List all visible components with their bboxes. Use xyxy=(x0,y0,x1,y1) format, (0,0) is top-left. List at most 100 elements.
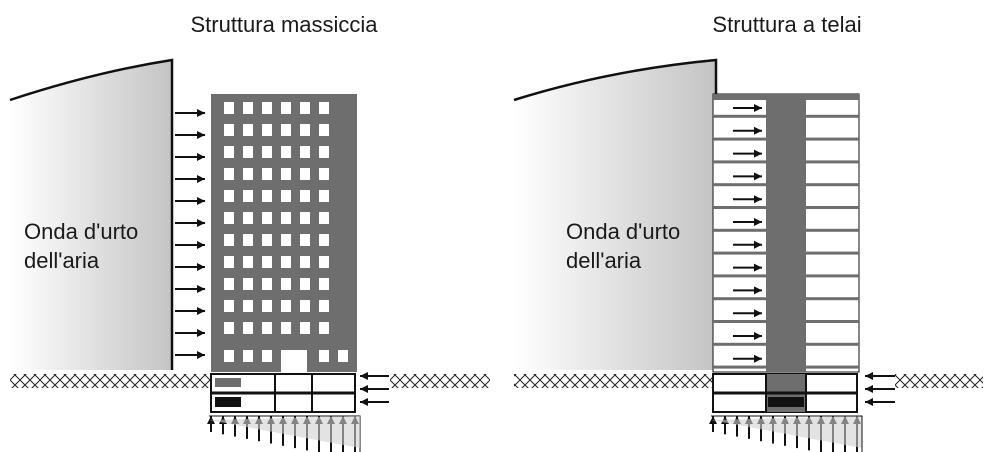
window xyxy=(281,212,291,224)
pressure-arrow-head xyxy=(754,126,762,135)
window xyxy=(243,190,253,202)
window xyxy=(319,190,329,202)
window xyxy=(300,124,310,136)
pressure-arrow-head xyxy=(754,332,762,340)
window xyxy=(281,256,291,268)
floor-slab xyxy=(713,228,859,232)
floor-slabs xyxy=(713,114,859,369)
window xyxy=(281,124,291,136)
window xyxy=(262,300,272,312)
pressure-arrow-head xyxy=(754,149,762,158)
windows xyxy=(224,102,348,362)
window xyxy=(224,350,234,362)
window xyxy=(224,124,234,136)
wave-label-line1: Onda d'urto xyxy=(24,219,138,244)
pressure-arrow-head xyxy=(197,153,205,161)
window xyxy=(262,234,272,246)
floor-slab xyxy=(713,160,859,164)
floor-slab xyxy=(713,183,859,187)
window xyxy=(224,322,234,334)
window xyxy=(319,102,329,114)
wave-label-line2: dell'aria xyxy=(566,248,642,273)
window xyxy=(243,102,253,114)
floor-slab xyxy=(713,342,859,346)
shock-wave xyxy=(514,60,716,370)
window xyxy=(319,350,329,362)
window xyxy=(262,168,272,180)
ground xyxy=(895,374,983,388)
pressure-arrow-head xyxy=(754,218,762,226)
window xyxy=(281,146,291,158)
window xyxy=(281,190,291,202)
pressure-arrow-head xyxy=(197,109,205,117)
panel-massive: Struttura massiccia Onda d'urto dell'ari… xyxy=(9,12,490,452)
pressure-arrow-head xyxy=(754,286,762,295)
window xyxy=(300,234,310,246)
window xyxy=(262,124,272,136)
wave-label-line1: Onda d'urto xyxy=(566,219,680,244)
window xyxy=(281,300,291,312)
building-core xyxy=(766,94,806,372)
window xyxy=(224,146,234,158)
ground xyxy=(10,374,210,388)
pressure-arrow-head xyxy=(754,263,762,272)
floor-slab xyxy=(713,365,859,369)
ground-arrow-head xyxy=(865,372,873,380)
window xyxy=(300,146,310,158)
ground-arrow-head xyxy=(360,372,368,380)
window xyxy=(243,278,253,290)
window xyxy=(262,322,272,334)
window xyxy=(262,102,272,114)
window xyxy=(319,234,329,246)
window xyxy=(243,212,253,224)
pressure-arrow-head xyxy=(754,309,762,318)
ground xyxy=(514,374,714,388)
window xyxy=(281,234,291,246)
shock-wave xyxy=(10,60,172,370)
pressure-arrow-head xyxy=(754,354,762,363)
panel-frame: Struttura a telai Onda d'urto dell'aria xyxy=(513,12,983,452)
window xyxy=(243,124,253,136)
roof-slab xyxy=(713,94,859,100)
window xyxy=(319,168,329,180)
window xyxy=(243,300,253,312)
window xyxy=(224,190,234,202)
window xyxy=(319,322,329,334)
basement xyxy=(712,373,858,413)
pressure-arrow-head xyxy=(754,240,762,249)
floor-slab xyxy=(713,137,859,141)
window xyxy=(262,256,272,268)
pressure-arrow-head xyxy=(197,329,205,337)
panel-title: Struttura massiccia xyxy=(190,12,378,37)
window xyxy=(281,322,291,334)
door xyxy=(281,350,307,372)
pressure-arrow-head xyxy=(197,241,205,249)
window xyxy=(224,256,234,268)
window xyxy=(262,278,272,290)
ground xyxy=(390,374,490,388)
window xyxy=(319,256,329,268)
window xyxy=(319,146,329,158)
ground-arrow-head xyxy=(360,385,368,393)
window xyxy=(224,212,234,224)
window xyxy=(338,350,348,362)
pressure-arrow-head xyxy=(197,219,205,227)
window xyxy=(281,102,291,114)
ground-pressure-arrows xyxy=(360,372,389,406)
window xyxy=(243,322,253,334)
pressure-arrow-head xyxy=(197,131,205,139)
ground-arrow-head xyxy=(865,385,873,393)
window xyxy=(262,190,272,202)
ground-pressure-arrows xyxy=(865,372,895,406)
floor-slab xyxy=(713,251,859,255)
window xyxy=(300,300,310,312)
basement xyxy=(210,373,356,413)
window xyxy=(224,168,234,180)
pressure-arrow-head xyxy=(197,307,205,315)
floor-slab xyxy=(713,297,859,301)
window xyxy=(300,256,310,268)
wave-label-line2: dell'aria xyxy=(24,248,100,273)
window xyxy=(262,350,272,362)
ground-arrow-head xyxy=(360,398,368,406)
